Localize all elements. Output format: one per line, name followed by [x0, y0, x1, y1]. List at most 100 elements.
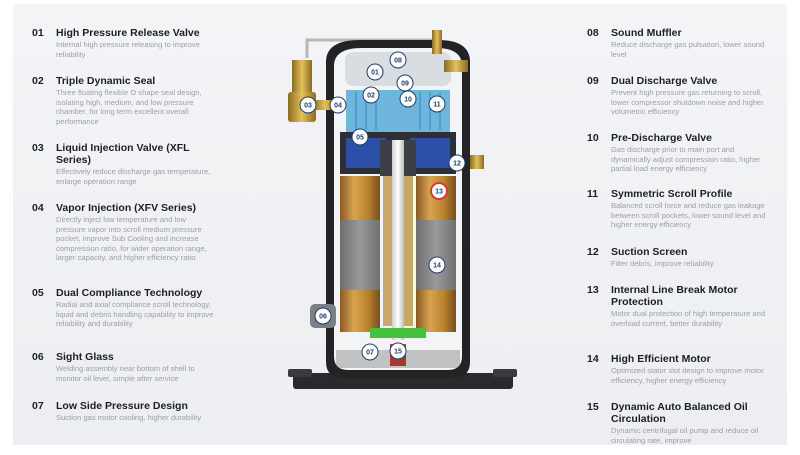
feature-item: 03 Liquid Injection Valve (XFL Series) Ef…: [32, 142, 217, 186]
feature-title: Sight Glass: [56, 351, 114, 363]
lower-bearing: [370, 328, 426, 338]
svg-text:02: 02: [367, 93, 375, 100]
feature-number: 06: [32, 351, 44, 363]
feature-item: 06 Sight Glass Welding assembly near bott…: [32, 351, 217, 383]
feature-number: 07: [32, 400, 44, 412]
svg-text:12: 12: [453, 161, 461, 168]
discharge-port: [444, 60, 468, 72]
feature-number: 08: [587, 27, 599, 39]
badge-10: 10: [399, 90, 417, 108]
feature-number: 15: [587, 401, 599, 413]
feature-title: Vapor Injection (XFV Series): [56, 202, 197, 214]
svg-text:05: 05: [356, 135, 364, 142]
feature-title: Dynamic Auto Balanced Oil Circulation: [611, 401, 748, 425]
svg-text:10: 10: [404, 97, 412, 104]
frame-blue-right: [410, 138, 450, 168]
feature-number: 01: [32, 27, 44, 39]
feature-description: Balanced scroll force and reduce gas lea…: [611, 201, 766, 230]
feature-item: 08 Sound Muffler Reduce discharge gas pul…: [587, 27, 772, 59]
svg-text:04: 04: [334, 103, 342, 110]
feature-description: Directly inject low temperature and low …: [56, 215, 207, 263]
badge-08: 08: [389, 51, 407, 69]
feature-description: Gas discharge prior to main port and dyn…: [611, 145, 761, 174]
feature-number: 14: [587, 353, 599, 365]
feature-title: Internal Line Break Motor Protection: [611, 284, 738, 308]
feature-number: 02: [32, 75, 44, 87]
feature-description: Prevent high pressure gas returning to s…: [611, 88, 764, 117]
badge-02: 02: [362, 86, 380, 104]
stator: [416, 220, 456, 290]
motor-winding: [340, 290, 380, 332]
svg-text:03: 03: [304, 103, 312, 110]
feature-title: Suction Screen: [611, 246, 688, 258]
mounting-foot: [493, 369, 517, 377]
feature-number: 05: [32, 287, 44, 299]
feature-title: High Pressure Release Valve: [56, 27, 200, 39]
feature-description: Welding assembly near bottom of shell to…: [56, 364, 195, 383]
feature-item: 01 High Pressure Release Valve Internal h…: [32, 27, 217, 59]
feature-description: Internal high pressure releasing to impr…: [56, 40, 200, 59]
svg-text:13: 13: [435, 189, 443, 196]
feature-description: Suction gas motor cooling, higher durabi…: [56, 413, 202, 422]
feature-description: Motor dual protection of high temperatur…: [611, 309, 766, 328]
svg-text:15: 15: [394, 349, 402, 356]
badge-01: 01: [366, 63, 384, 81]
part-badges: 01 02 03 04 05 06 07 08 09 10 11 12 13 1…: [299, 51, 466, 361]
mounting-foot: [288, 369, 312, 377]
badge-13: 13: [430, 182, 448, 200]
badge-05: 05: [351, 128, 369, 146]
feature-description: Optimized stator slot design to improve …: [611, 366, 764, 385]
badge-03: 03: [299, 96, 317, 114]
discharge-valve-fitting: [432, 30, 442, 54]
feature-title: Dual Compliance Technology: [56, 287, 203, 299]
badge-12: 12: [448, 154, 466, 172]
badge-06: 06: [314, 307, 332, 325]
badge-11: 11: [428, 95, 446, 113]
feature-item: 13 Internal Line Break Motor Protection M…: [587, 284, 772, 328]
feature-title: Sound Muffler: [611, 27, 682, 39]
feature-item: 07 Low Side Pressure Design Suction gas m…: [32, 400, 217, 423]
badge-15: 15: [389, 342, 407, 360]
feature-title: Symmetric Scroll Profile: [611, 188, 733, 200]
feature-item: 11 Symmetric Scroll Profile Balanced scro…: [587, 188, 772, 230]
feature-description: Dynamic centrifugal oil pump and reduce …: [611, 426, 759, 445]
svg-text:08: 08: [394, 58, 402, 65]
feature-number: 03: [32, 142, 44, 154]
feature-title: Low Side Pressure Design: [56, 400, 188, 412]
feature-number: 13: [587, 284, 599, 296]
svg-text:06: 06: [319, 314, 327, 321]
feature-item: 05 Dual Compliance Technology Radial and …: [32, 287, 217, 329]
motor-winding: [340, 176, 380, 220]
feature-title: Liquid Injection Valve (XFL Series): [56, 142, 190, 166]
badge-07: 07: [361, 343, 379, 361]
feature-description: Radial and axial compliance scroll techn…: [56, 300, 214, 329]
svg-text:09: 09: [401, 81, 409, 88]
feature-number: 11: [587, 188, 599, 200]
feature-number: 12: [587, 246, 599, 258]
stator: [340, 220, 380, 290]
feature-title: Triple Dynamic Seal: [56, 75, 156, 87]
svg-text:11: 11: [433, 102, 441, 109]
injection-line: [312, 100, 338, 110]
suction-fitting: [470, 155, 484, 169]
motor-winding: [416, 290, 456, 332]
feature-number: 10: [587, 132, 599, 144]
feature-title: Dual Discharge Valve: [611, 75, 718, 87]
svg-text:14: 14: [433, 263, 441, 270]
svg-text:07: 07: [366, 350, 374, 357]
svg-text:01: 01: [371, 70, 379, 77]
feature-description: Effectively reduce discharge gas tempera…: [56, 167, 211, 186]
badge-14: 14: [428, 256, 446, 274]
badge-09: 09: [396, 74, 414, 92]
feature-description: Reduce discharge gas pulsation, lower so…: [611, 40, 765, 59]
badge-04: 04: [329, 96, 347, 114]
